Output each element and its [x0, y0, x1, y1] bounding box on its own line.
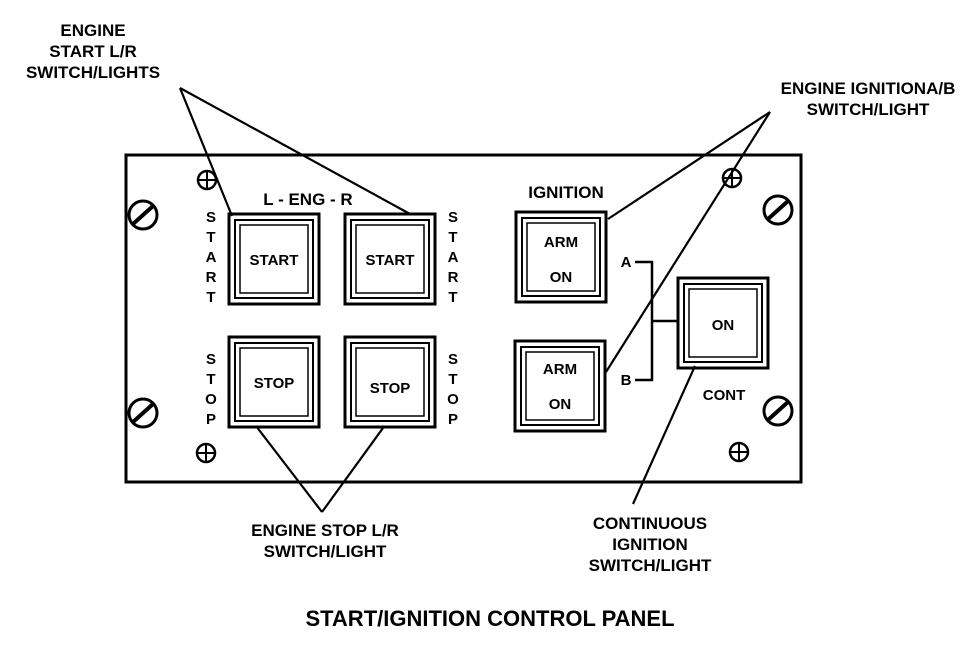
slotted-screw-icon	[127, 199, 159, 231]
callout-engine-stop-line2: SWITCH/LIGHT	[264, 542, 387, 561]
vertical-letter: A	[448, 249, 459, 266]
callout-continuous-line2: IGNITION	[612, 535, 688, 554]
eng-header: L - ENG - R	[263, 190, 352, 209]
continuous-ignition-button[interactable]: ON	[676, 276, 770, 370]
vertical-letter: T	[206, 229, 215, 246]
callout-engine-ignition-line2: SWITCH/LIGHT	[807, 100, 930, 119]
start-right-label: START	[366, 252, 415, 269]
ignition-header: IGNITION	[528, 183, 604, 202]
ignition-b-label: B	[621, 372, 632, 389]
diagram-title: START/IGNITION CONTROL PANEL	[305, 606, 674, 631]
ab-bracket	[635, 260, 678, 382]
vertical-letter: T	[206, 371, 215, 388]
vertical-letter: S	[206, 209, 216, 226]
vertical-letter: O	[447, 391, 459, 408]
ignition-b-arm-label: ARM	[543, 361, 577, 378]
callout-continuous: CONTINUOUS IGNITION SWITCH/LIGHT	[589, 514, 712, 575]
vertical-letter: S	[448, 209, 458, 226]
vertical-stop-right: S T O P	[447, 351, 459, 428]
stop-right-button[interactable]: STOP	[343, 335, 437, 429]
ignition-b-on-label: ON	[549, 396, 572, 413]
start-left-label: START	[250, 252, 299, 269]
ignition-b-button[interactable]: ARM ON	[513, 339, 607, 433]
leader-lines	[178, 87, 771, 513]
cross-screw-icon	[728, 441, 750, 463]
slotted-screw-icon	[762, 194, 794, 226]
vertical-letter: T	[206, 289, 215, 306]
callout-engine-stop: ENGINE STOP L/R SWITCH/LIGHT	[251, 521, 399, 561]
stop-right-label: STOP	[370, 380, 411, 397]
cross-screw-icon	[196, 169, 218, 191]
ignition-a-on-label: ON	[550, 269, 573, 286]
vertical-letter: S	[206, 351, 216, 368]
vertical-start-left: S T A R T	[206, 209, 217, 306]
callout-engine-ignition-line1: ENGINE IGNITIONA/B	[781, 79, 956, 98]
vertical-letter: P	[448, 411, 458, 428]
callout-engine-start-line3: SWITCH/LIGHTS	[26, 63, 160, 82]
callout-continuous-line1: CONTINUOUS	[593, 514, 707, 533]
vertical-stop-left: S T O P	[205, 351, 217, 428]
cross-screw-icon	[195, 442, 217, 464]
callout-engine-ignition: ENGINE IGNITIONA/B SWITCH/LIGHT	[781, 79, 956, 119]
start-left-button[interactable]: START	[227, 212, 321, 306]
stop-left-label: STOP	[254, 375, 295, 392]
callout-engine-start-line1: ENGINE	[60, 21, 125, 40]
start-right-button[interactable]: START	[343, 212, 437, 306]
vertical-start-right: S T A R T	[448, 209, 459, 306]
vertical-letter: P	[206, 411, 216, 428]
continuous-on-label: ON	[712, 317, 735, 334]
vertical-letter: T	[448, 371, 457, 388]
vertical-letter: O	[205, 391, 217, 408]
callout-continuous-line3: SWITCH/LIGHT	[589, 556, 712, 575]
vertical-letter: T	[448, 229, 457, 246]
cross-screw-icon	[721, 167, 743, 189]
slotted-screw-icon	[762, 395, 794, 427]
stop-left-button[interactable]: STOP	[227, 335, 321, 429]
slotted-screw-icon	[127, 397, 159, 429]
vertical-letter: R	[448, 269, 459, 286]
ignition-a-label: A	[621, 254, 632, 271]
vertical-letter: A	[206, 249, 217, 266]
callout-engine-start: ENGINE START L/R SWITCH/LIGHTS	[26, 21, 160, 82]
ignition-a-arm-label: ARM	[544, 234, 578, 251]
ignition-a-button[interactable]: ARM ON	[514, 210, 608, 304]
vertical-letter: R	[206, 269, 217, 286]
callout-engine-stop-line1: ENGINE STOP L/R	[251, 521, 399, 540]
vertical-letter: S	[448, 351, 458, 368]
cont-label: CONT	[703, 387, 746, 404]
callout-engine-start-line2: START L/R	[49, 42, 137, 61]
vertical-letter: T	[448, 289, 457, 306]
